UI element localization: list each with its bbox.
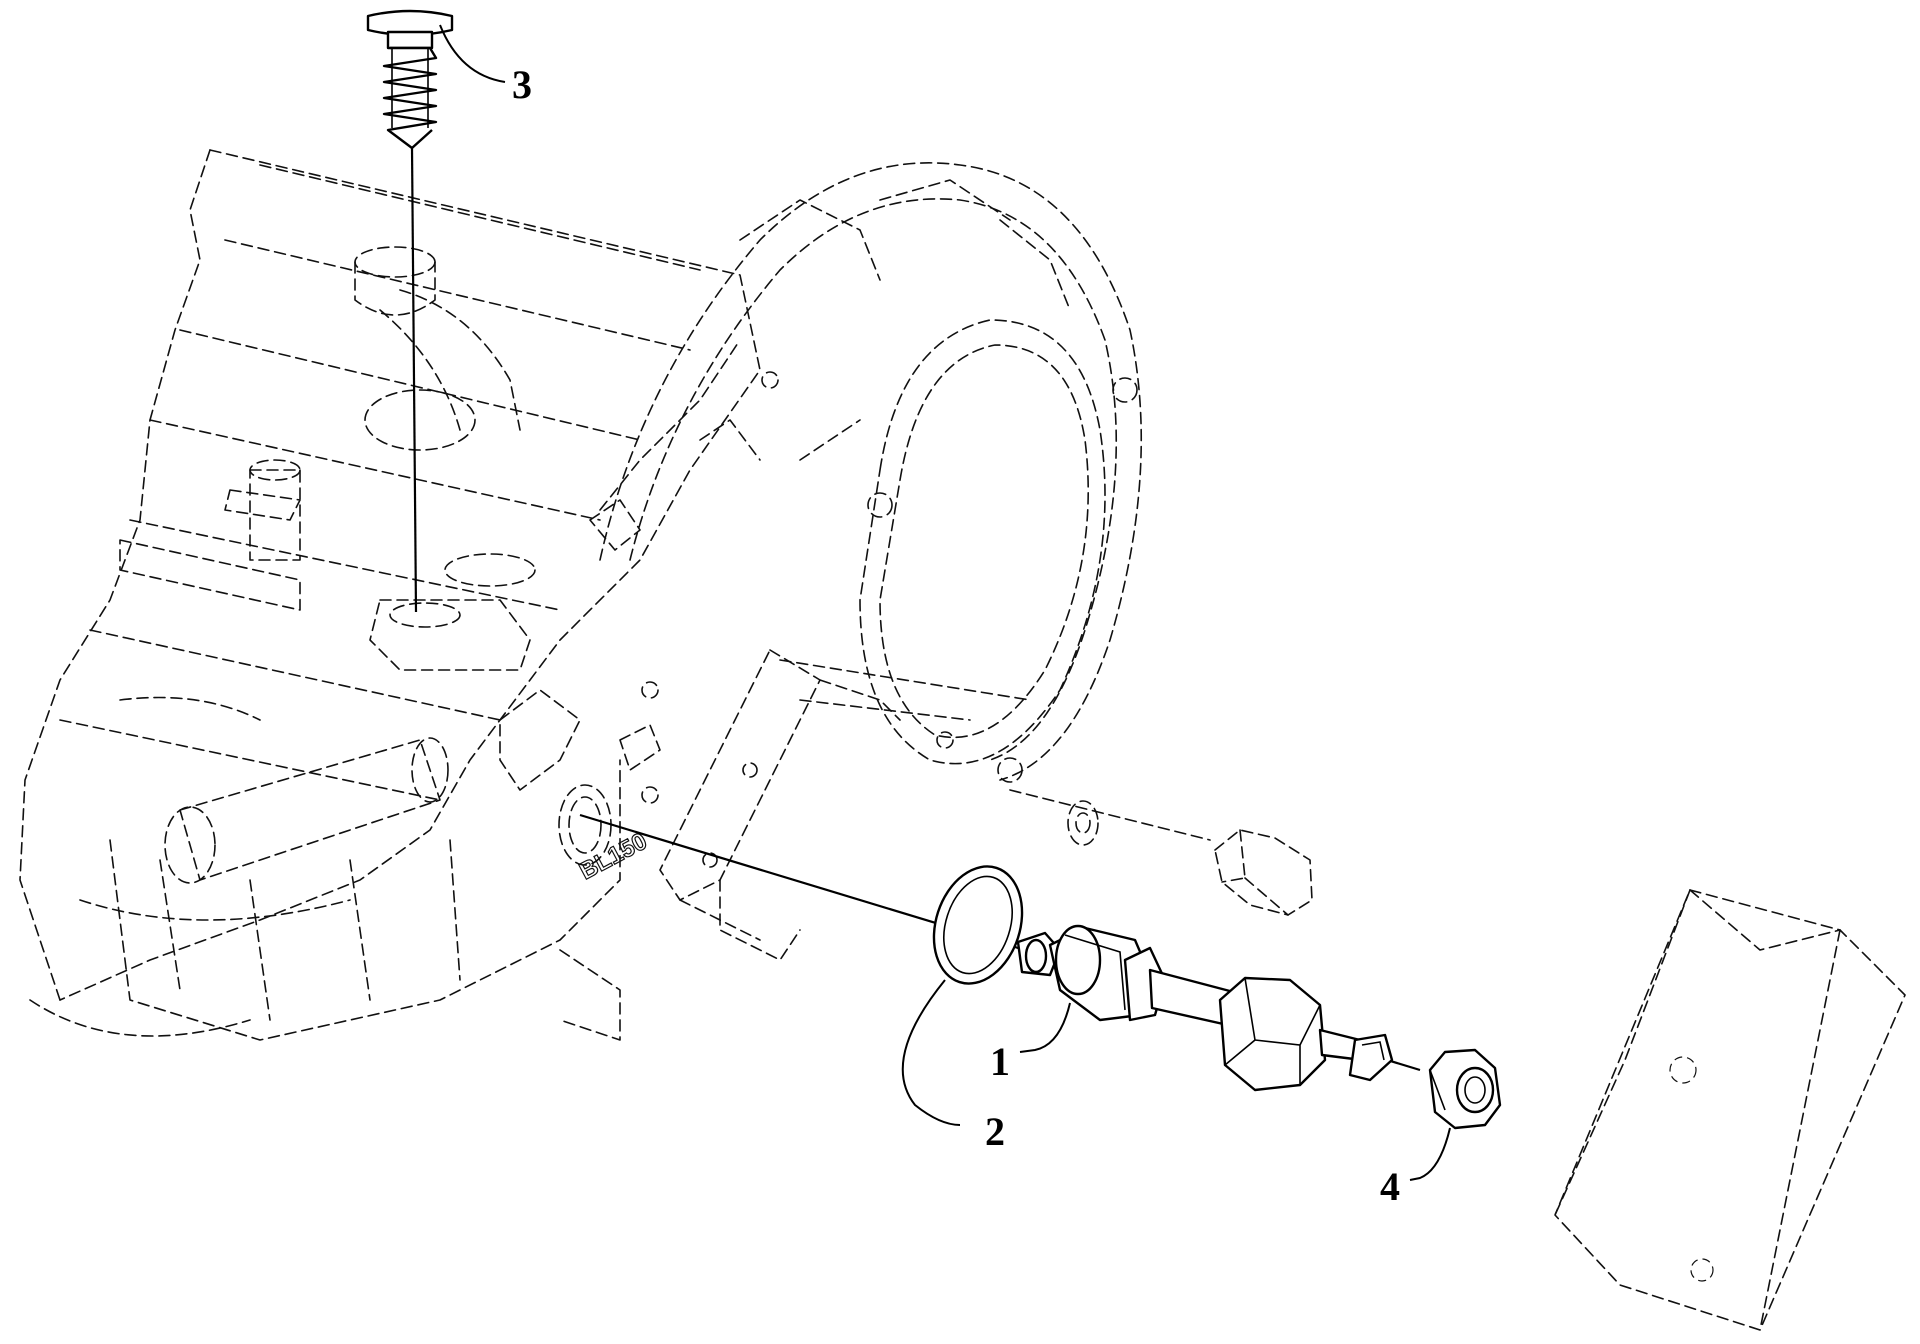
callout-1: 1 [990, 1039, 1010, 1084]
callout-3: 3 [512, 62, 532, 107]
callouts: 3 1 2 4 [512, 62, 1400, 1209]
casting-mark: BL150 [575, 828, 651, 886]
engine-block: BL150 [19, 149, 761, 1041]
leader-3 [439, 24, 506, 83]
screw [366, 9, 454, 150]
nut [1428, 1048, 1502, 1130]
leader-lines [439, 24, 1451, 1181]
washer-and-bolt [1009, 789, 1313, 916]
leader-4 [1409, 1127, 1451, 1181]
leader-1 [1019, 1002, 1071, 1053]
callout-2: 2 [985, 1109, 1005, 1154]
callout-4: 4 [1380, 1164, 1400, 1209]
leader-2 [901, 979, 961, 1126]
bell-housing [589, 162, 1143, 783]
screw-axis [410, 147, 418, 613]
electronic-module [1554, 889, 1906, 1331]
support-bracket [659, 649, 1031, 961]
sender-body [579, 813, 1421, 1092]
sealing-ring [932, 865, 1024, 985]
